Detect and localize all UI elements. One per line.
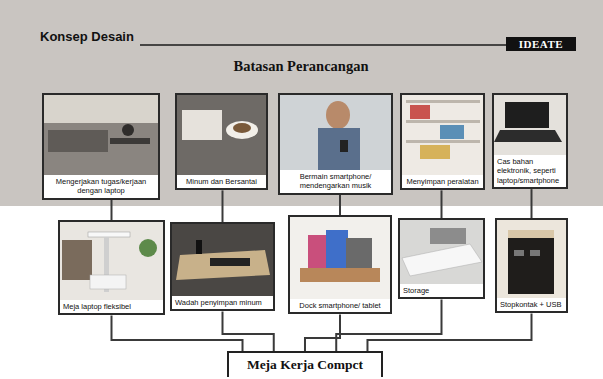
photo-box: Wadah penyimpan minum bbox=[170, 222, 275, 311]
connector-line bbox=[305, 314, 340, 351]
connector-line bbox=[441, 190, 443, 218]
caption-text: Dock smartphone/ tablet bbox=[290, 299, 390, 312]
photo-box: Menyimpan peralatan bbox=[400, 93, 485, 190]
result-box: Meja Kerja Compct bbox=[227, 351, 383, 377]
caption-text: Storage bbox=[400, 284, 483, 297]
connector-line bbox=[222, 190, 224, 222]
caption-text: Stopkontak + USB bbox=[497, 298, 566, 311]
connector-line bbox=[367, 313, 531, 351]
photo-living-room bbox=[42, 93, 160, 177]
photo-area bbox=[400, 220, 483, 284]
photo-area bbox=[44, 95, 158, 175]
caption-text: Mengerjakan tugas/kerjaan dengan laptop bbox=[44, 175, 158, 198]
connector-line bbox=[531, 189, 533, 218]
photo-shelf bbox=[400, 93, 485, 177]
connector-line bbox=[111, 200, 113, 220]
photo-box: Minum dan Bersantai bbox=[175, 93, 268, 190]
subtitle-label: Batasan Perancangan bbox=[234, 58, 369, 75]
photo-box: Meja laptop fleksibel bbox=[58, 220, 165, 315]
caption-text: Menyimpan peralatan bbox=[402, 175, 483, 188]
photo-area bbox=[497, 220, 566, 298]
caption-text: Meja laptop fleksibel bbox=[60, 300, 163, 313]
connector-line bbox=[223, 311, 274, 351]
photo-area bbox=[172, 224, 273, 296]
caption-text: Bermain smartphone/ mendengarkan musik bbox=[280, 170, 391, 193]
connector-line bbox=[339, 195, 341, 215]
photo-area bbox=[280, 95, 391, 170]
photo-box: Cas bahan elektronik, seperti laptop/sma… bbox=[492, 93, 568, 189]
caption-text: Cas bahan elektronik, seperti laptop/sma… bbox=[494, 155, 566, 187]
photo-coffee bbox=[175, 93, 268, 177]
header-rule bbox=[140, 44, 506, 46]
phase-tag: IDEATE bbox=[506, 37, 576, 51]
photo-power-outlet bbox=[495, 218, 568, 300]
photo-storage bbox=[398, 218, 485, 286]
caption-text: Wadah penyimpan minum bbox=[172, 296, 273, 309]
box-text: IDEATE bbox=[510, 38, 572, 50]
grey-band bbox=[0, 0, 603, 206]
photo-flexible-table bbox=[58, 220, 165, 302]
photo-box: Dock smartphone/ tablet bbox=[288, 215, 392, 314]
photo-box: Stopkontak + USB bbox=[495, 218, 568, 313]
photo-laptop bbox=[492, 93, 568, 157]
box-text: Meja Kerja Compct bbox=[247, 357, 363, 373]
photo-area bbox=[177, 95, 266, 175]
photo-area bbox=[290, 217, 390, 299]
photo-area bbox=[60, 222, 163, 300]
photo-box: Mengerjakan tugas/kerjaan dengan laptop bbox=[42, 93, 160, 200]
photo-box: Storage bbox=[398, 218, 485, 299]
photo-drink-holder bbox=[170, 222, 275, 298]
diagram-title: Konsep Desain bbox=[40, 29, 134, 44]
photo-smartphone-man bbox=[278, 93, 393, 172]
photo-area bbox=[402, 95, 483, 175]
photo-box: Bermain smartphone/ mendengarkan musik bbox=[278, 93, 393, 195]
photo-area bbox=[494, 95, 566, 155]
caption-text: Minum dan Bersantai bbox=[177, 175, 266, 188]
photo-dock bbox=[288, 215, 392, 301]
